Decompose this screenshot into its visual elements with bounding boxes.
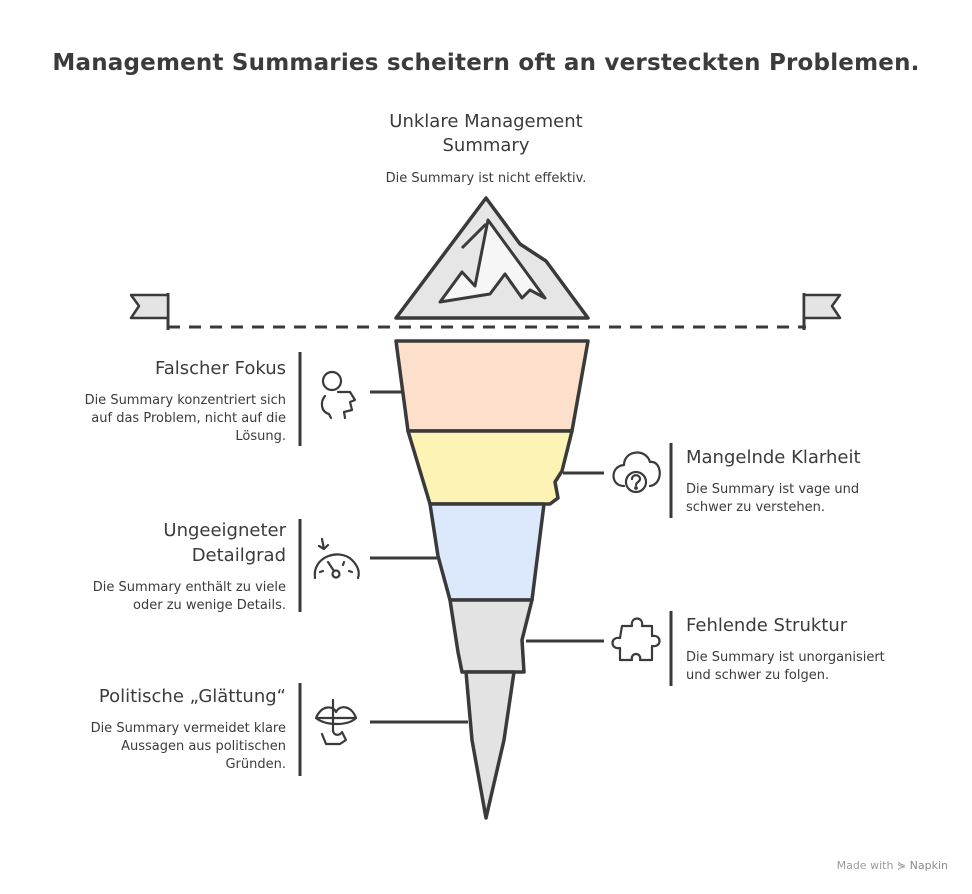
flag-left-icon bbox=[129, 293, 170, 330]
label-detailgrad: Ungeeigneter Detailgrad Die Summary enth… bbox=[92, 520, 286, 613]
iceberg-tip bbox=[394, 196, 590, 320]
label-glaettung: Politische „Glättung“ Die Summary vermei… bbox=[90, 686, 286, 772]
footer-credit: Made with ⋟ Napkin bbox=[836, 859, 948, 872]
page-title: Management Summaries scheitern oft an ve… bbox=[52, 50, 920, 76]
head-person-icon bbox=[320, 370, 357, 420]
layer-glaettung bbox=[464, 670, 516, 820]
top-label: Unklare Management Summary Die Summary i… bbox=[336, 110, 636, 186]
cloud-question-icon bbox=[612, 451, 661, 494]
layer-falscher-fokus bbox=[394, 339, 590, 433]
label-falscher-fokus: Falscher Fokus Die Summary konzentriert … bbox=[84, 358, 286, 444]
layer-mangelnde-klarheit bbox=[406, 429, 574, 506]
napkin-logo-icon: ⋟ bbox=[896, 859, 907, 872]
gauge-icon bbox=[313, 537, 360, 580]
top-description: Die Summary ist nicht effektiv. bbox=[385, 171, 587, 186]
silence-lips-icon bbox=[314, 698, 358, 746]
top-heading: Unklare Management Summary bbox=[389, 111, 583, 156]
label-mangelnde-klarheit: Mangelnde Klarheit Die Summary ist vage … bbox=[686, 447, 861, 515]
label-struktur: Fehlende Struktur Die Summary ist unorga… bbox=[686, 615, 885, 683]
layer-struktur bbox=[448, 598, 534, 674]
layer-detailgrad bbox=[428, 502, 546, 602]
puzzle-piece-icon bbox=[611, 617, 661, 662]
flag-right-icon bbox=[802, 293, 842, 330]
